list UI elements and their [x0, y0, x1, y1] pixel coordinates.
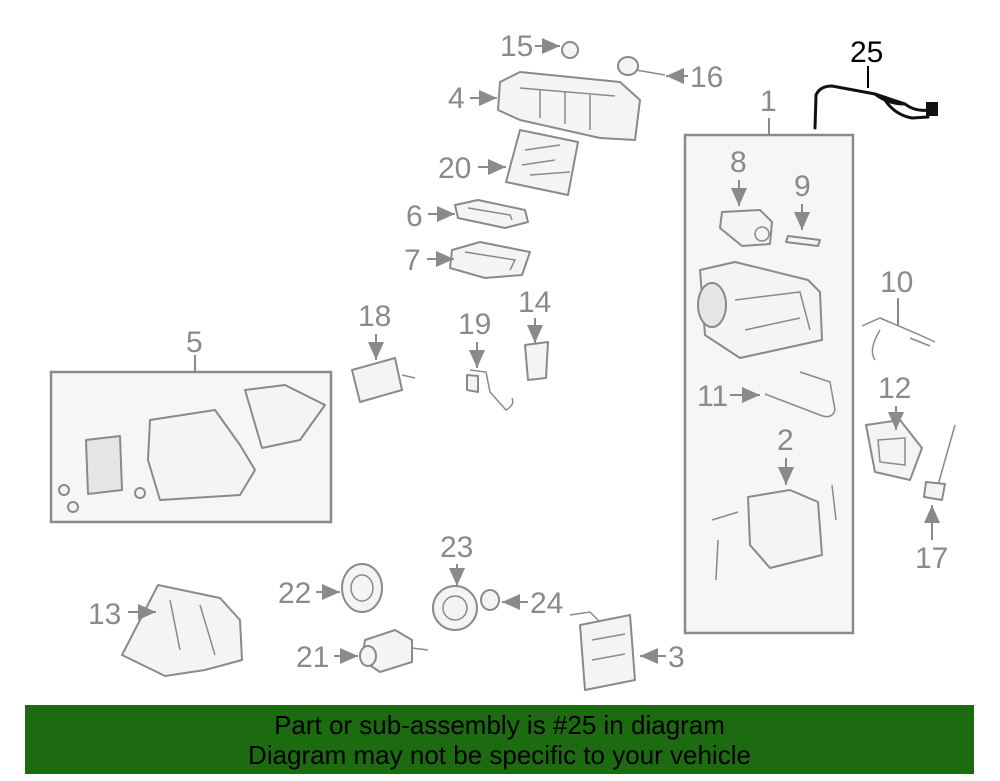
callout-8: 8 — [730, 146, 747, 179]
info-banner: Part or sub-assembly is #25 in diagram D… — [25, 705, 974, 774]
part-11-tube[interactable] — [764, 371, 836, 418]
callout-21: 21 — [296, 641, 329, 674]
callout-17: 17 — [915, 542, 948, 575]
callout-22: 22 — [278, 577, 311, 610]
part-13-duct[interactable] — [121, 584, 243, 677]
callout-12: 12 — [878, 372, 911, 405]
part-23-blower-wheel[interactable] — [432, 585, 478, 631]
callout-15: 15 — [500, 30, 533, 63]
part-24-nut[interactable] — [480, 589, 500, 611]
callout-25: 25 — [850, 36, 883, 69]
callout-2: 2 — [777, 424, 794, 457]
callout-9: 9 — [794, 170, 811, 203]
part-17-sensor[interactable] — [923, 424, 956, 501]
part-10-harness[interactable] — [861, 317, 936, 361]
part-20-filter[interactable] — [505, 129, 579, 196]
part-18-module[interactable] — [351, 357, 416, 403]
part-16-sensor[interactable] — [617, 56, 666, 76]
part-15-clip[interactable] — [561, 41, 579, 59]
callout-6: 6 — [406, 200, 423, 233]
callout-18: 18 — [358, 300, 391, 333]
part-6-seal[interactable] — [454, 199, 529, 229]
callout-24: 24 — [530, 587, 563, 620]
part-12-vent[interactable] — [865, 419, 923, 481]
banner-line-2: Diagram may not be specific to your vehi… — [248, 740, 751, 770]
callout-7: 7 — [404, 244, 421, 277]
callout-11: 11 — [697, 380, 728, 413]
part-4-upper-case[interactable] — [497, 71, 641, 141]
callout-14: 14 — [518, 286, 551, 319]
part-8-actuator[interactable] — [719, 209, 773, 247]
callout-4: 4 — [448, 82, 465, 115]
part-5-duct-assembly[interactable] — [58, 384, 326, 513]
part-22-gasket[interactable] — [341, 563, 383, 613]
part-19-bracket[interactable] — [466, 369, 514, 411]
part-21-blower-motor[interactable] — [359, 629, 429, 673]
part-3-heater-core[interactable] — [569, 611, 636, 691]
callout-13: 13 — [88, 598, 121, 631]
part-7-seal[interactable] — [449, 241, 531, 279]
callout-19: 19 — [458, 308, 491, 341]
part-9-sensor[interactable] — [785, 235, 821, 247]
part-2-evaporator-core[interactable] — [711, 484, 837, 581]
callout-1: 1 — [760, 85, 777, 118]
banner-line-1: Part or sub-assembly is #25 in diagram — [274, 710, 725, 740]
part-25-wiring-harness[interactable] — [813, 84, 938, 130]
part-14-actuator[interactable] — [524, 341, 549, 381]
callout-20: 20 — [438, 152, 471, 185]
callout-23: 23 — [440, 531, 473, 564]
callout-10: 10 — [880, 266, 913, 299]
callout-5: 5 — [186, 326, 203, 359]
part-1-hvac-case[interactable] — [697, 261, 823, 359]
callout-3: 3 — [668, 641, 685, 674]
callout-16: 16 — [690, 61, 723, 94]
